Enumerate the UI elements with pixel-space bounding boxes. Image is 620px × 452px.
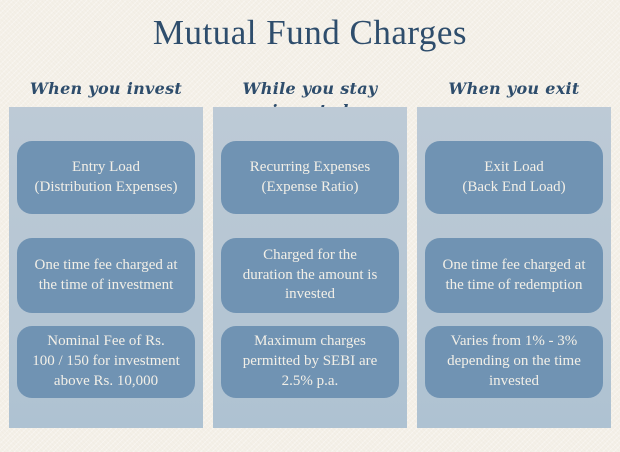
page-title: Mutual Fund Charges xyxy=(152,13,468,52)
column-header: When you exit xyxy=(448,79,580,98)
column-panel: Exit Load (Back End Load) One time fee c… xyxy=(417,107,611,428)
info-box: Recurring Expenses (Expense Ratio) xyxy=(221,141,399,214)
column-panel: Entry Load (Distribution Expenses) One t… xyxy=(9,107,203,428)
column-header: While you stay invested xyxy=(242,79,378,120)
info-box: Exit Load (Back End Load) xyxy=(425,141,603,214)
info-box: One time fee charged at the time of rede… xyxy=(425,238,603,313)
info-box: One time fee charged at the time of inve… xyxy=(17,238,195,313)
column-when-you-invest: When you invest Entry Load (Distribution… xyxy=(9,78,203,428)
info-box: Charged for the duration the amount is i… xyxy=(221,238,399,313)
info-box: Maximum charges permitted by SEBI are 2.… xyxy=(221,326,399,398)
column-header: When you invest xyxy=(29,79,183,98)
info-box: Nominal Fee of Rs. 100 / 150 for investm… xyxy=(17,326,195,398)
column-when-you-exit: When you exit Exit Load (Back End Load) … xyxy=(417,78,611,428)
columns-row: When you invest Entry Load (Distribution… xyxy=(0,78,620,428)
info-box: Varies from 1% - 3% depending on the tim… xyxy=(425,326,603,398)
column-panel: Recurring Expenses (Expense Ratio) Charg… xyxy=(213,107,407,428)
info-box: Entry Load (Distribution Expenses) xyxy=(17,141,195,214)
column-while-you-stay-invested: While you stay invested Recurring Expens… xyxy=(213,78,407,428)
